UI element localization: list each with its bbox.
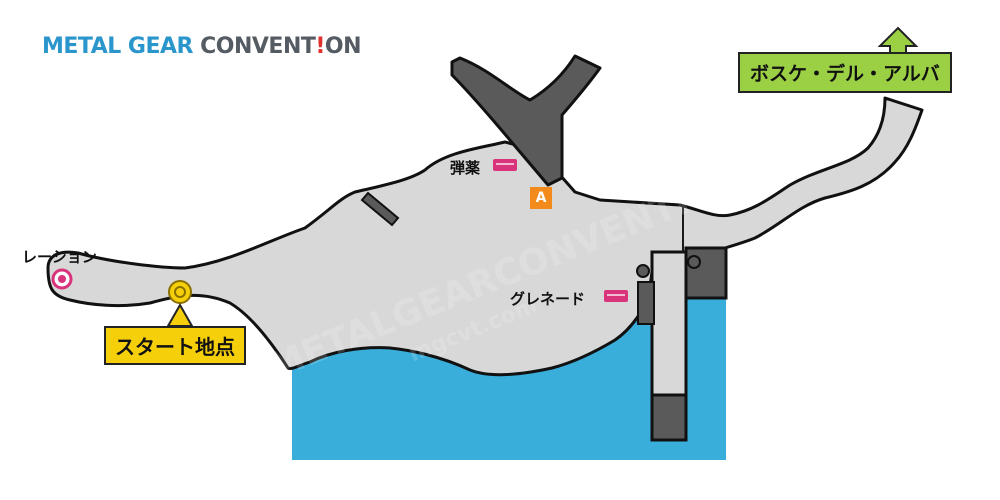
ration-label: レーション xyxy=(22,248,97,266)
ground-area xyxy=(46,96,924,377)
grenade-label: グレネード xyxy=(510,290,586,308)
marker-a: A xyxy=(530,187,552,209)
brand-logo-part-4: ON xyxy=(324,34,362,59)
north-road xyxy=(450,54,602,187)
brand-logo-part-3: ! xyxy=(315,34,325,59)
brand-logo-part-2: CONVENT xyxy=(200,34,316,59)
brand-logo-part-1: METAL GEAR xyxy=(42,34,201,59)
up-arrow-icon xyxy=(877,26,919,55)
brand-logo: METAL GEAR CONVENT!ON xyxy=(42,34,362,59)
start-point-icon xyxy=(168,280,192,304)
ration-icon xyxy=(51,268,73,290)
dock-post xyxy=(637,281,655,325)
ammo-label: 弾薬 xyxy=(450,159,481,177)
wall-segment xyxy=(360,191,400,227)
grenade-icon xyxy=(604,290,628,302)
start-point-badge: スタート地点 xyxy=(104,326,246,365)
start-badge-pointer xyxy=(166,302,194,327)
ammo-icon xyxy=(493,159,517,171)
exit-destination-badge: ボスケ・デル・アルバ xyxy=(738,52,952,93)
bollard-2 xyxy=(636,264,650,278)
bollard-1 xyxy=(687,255,701,269)
dock-pier-end xyxy=(650,393,688,442)
